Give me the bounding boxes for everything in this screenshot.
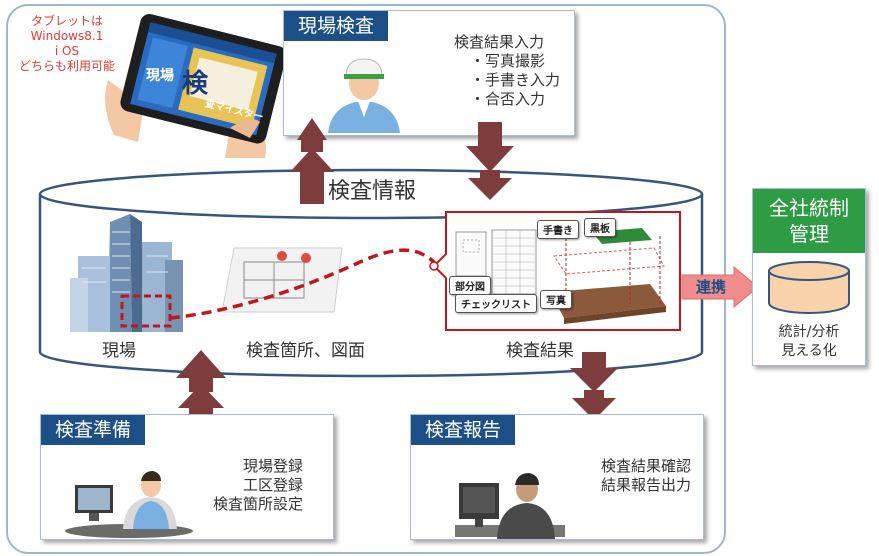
preparation-item: 工区登録 [242, 476, 303, 494]
link-label: 連携 [696, 278, 727, 296]
field-inspection-card: 現場検査 検査結果入力 ・写真撮影 ・手書き入力 ・合否入力 [283, 10, 575, 136]
callout-blackboard: 黒板 [584, 218, 616, 237]
company-control-title: 全社統制 管理 [753, 189, 865, 253]
report-item: 検査結果確認 [600, 457, 691, 475]
arrow-down-to-db [466, 122, 514, 200]
report-title: 検査報告 [411, 415, 516, 445]
tablet-note-line: Windows8.1 [30, 29, 104, 43]
field-inspection-item: ・手書き入力 [470, 71, 561, 89]
company-control-desc-line: 見える化 [781, 343, 837, 359]
arrow-up-to-tablet [290, 118, 334, 204]
callout-photo: 写真 [540, 290, 572, 309]
tablet-note: タブレットは Windows8.1 i OS どちらも利用可能 [4, 14, 130, 74]
company-control-desc-line: 統計/分析 [778, 324, 840, 340]
report-worker-icon [455, 473, 565, 539]
preparation-item: 現場登録 [242, 457, 303, 475]
field-inspection-title: 現場検査 [284, 11, 389, 41]
link-arrow [681, 266, 759, 308]
company-control-title-line: 全社統制 [769, 196, 849, 220]
company-control-title-line: 管理 [789, 222, 829, 246]
tablet-note-line: i OS [54, 44, 80, 58]
preparation-title: 検査準備 [41, 415, 146, 445]
callout-checklist: チェックリスト [455, 294, 537, 313]
inspector-icon [328, 58, 400, 133]
preparation-item: 検査箇所設定 [212, 495, 303, 513]
floor-plan-illustration [221, 247, 343, 313]
tablet-note-line: どちらも利用可能 [18, 59, 115, 73]
report-item: 結果報告出力 [600, 476, 691, 494]
callout-handwriting: 手書き [537, 220, 579, 239]
preparation-list: 現場登録 工区登録 検査箇所設定 [213, 457, 303, 514]
arrow-down-to-report [570, 352, 618, 420]
company-control-card: 全社統制 管理 統計/分析 見える化 [752, 188, 866, 366]
company-db-icon [768, 261, 850, 314]
tablet-note-line: タブレットは [30, 14, 103, 28]
label-site: 現場 [102, 341, 136, 361]
inspection-db-title: 検査情報 [327, 179, 416, 204]
preparation-card: 検査準備 現場登録 工区登録 検査箇所設定 [40, 414, 334, 540]
tablet-screen-text: 現場 [146, 67, 174, 84]
callout-partial-diagram: 部分図 [449, 276, 491, 295]
report-list: 検査結果確認 結果報告出力 [601, 457, 691, 495]
report-card: 検査報告 検査結果確認 結果報告出力 [410, 414, 704, 540]
company-control-desc: 統計/分析 見える化 [753, 323, 865, 361]
field-inspection-item: 検査結果入力 [454, 33, 545, 51]
buildings-illustration [70, 214, 183, 332]
field-inspection-item: ・写真撮影 [470, 52, 546, 70]
tablet-illustration: 現場 検 査マイスター [105, 14, 287, 158]
field-inspection-list: 検査結果入力 ・写真撮影 ・手書き入力 ・合否入力 [454, 33, 560, 109]
desk-worker-icon [65, 471, 193, 538]
tablet-screen-logo: 検 [182, 69, 209, 99]
label-inspection-results: 検査結果 [506, 341, 574, 361]
field-inspection-item: ・合否入力 [470, 90, 546, 108]
label-inspection-locations: 検査箇所、図面 [246, 341, 365, 361]
